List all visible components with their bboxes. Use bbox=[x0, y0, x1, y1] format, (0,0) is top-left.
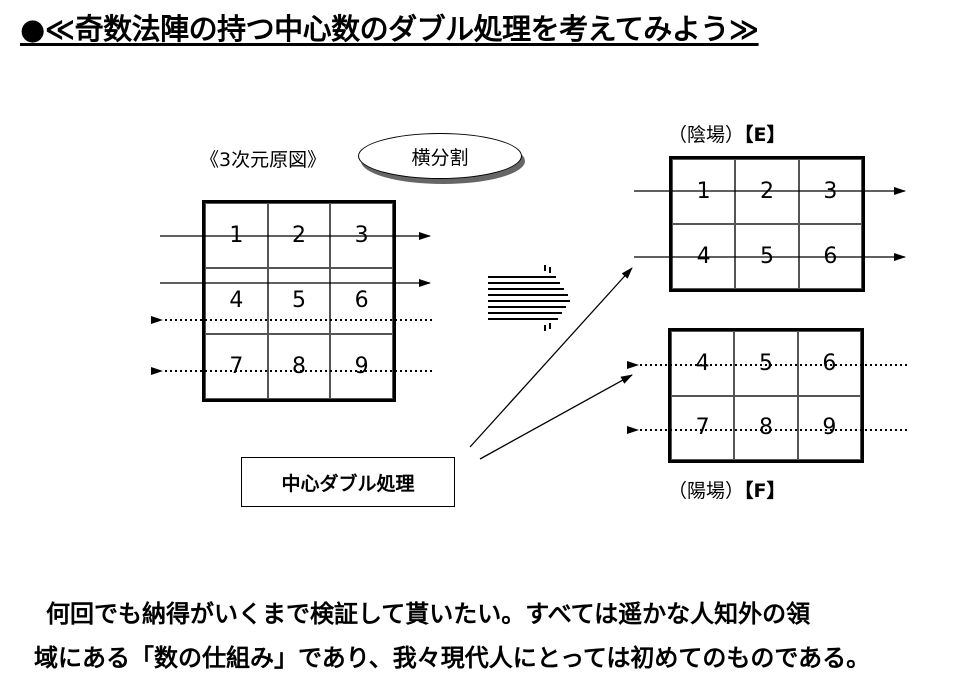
yin-bracket: 【E】 bbox=[744, 124, 786, 146]
source-cell: 7 bbox=[205, 333, 268, 399]
callout-to-yin-arrow bbox=[469, 267, 633, 448]
source-cell: 8 bbox=[267, 333, 331, 399]
source-cell: 4 bbox=[205, 268, 268, 334]
yang-cell: 7 bbox=[671, 395, 735, 460]
yang-label-text: （陽場） bbox=[668, 480, 745, 502]
yang-cell: 4 bbox=[671, 331, 735, 396]
horizontal-split-label: 横分割 bbox=[411, 146, 469, 169]
yin-cell: 4 bbox=[672, 224, 736, 289]
yin-cell: 6 bbox=[798, 224, 862, 289]
yang-cell: 5 bbox=[734, 331, 798, 396]
yin-label: （陰場）【E】 bbox=[668, 120, 786, 147]
yin-cell: 3 bbox=[798, 159, 862, 224]
yang-grid: 4 5 6 7 8 9 bbox=[668, 328, 864, 463]
source-grid: 1 2 3 4 5 6 7 8 9 bbox=[202, 200, 396, 402]
source-cell: 6 bbox=[330, 268, 393, 334]
page-title: ●≪奇数法陣の持つ中心数のダブル処理を考えてみよう≫ bbox=[20, 12, 759, 46]
yang-cell: 9 bbox=[797, 395, 861, 460]
yin-grid: 1 2 3 4 5 6 bbox=[669, 156, 865, 292]
horizontal-split-oval: 横分割 bbox=[358, 133, 522, 179]
description: 何回でも納得がいくまで検証して貰いたい。すべては遥かな人知外の領 域にある「数の… bbox=[0, 592, 967, 680]
source-cell: 3 bbox=[330, 203, 393, 269]
yin-cell: 5 bbox=[735, 224, 799, 289]
yang-bracket: 【F】 bbox=[744, 480, 786, 502]
center-double-callout: 中心ダブル処理 bbox=[241, 457, 455, 507]
yin-label-text: （陰場） bbox=[668, 124, 745, 146]
description-line-1: 何回でも納得がいくまで検証して貰いたい。すべては遥かな人知外の領 bbox=[46, 600, 811, 628]
yin-cell: 1 bbox=[672, 159, 736, 224]
source-cell: 9 bbox=[330, 333, 393, 399]
yang-cell: 8 bbox=[734, 395, 798, 460]
source-cell: 1 bbox=[205, 203, 268, 269]
yin-cell: 2 bbox=[735, 159, 799, 224]
source-diagram-label: 《3次元原図》 bbox=[200, 149, 327, 171]
center-double-label: 中心ダブル処理 bbox=[281, 472, 415, 495]
transform-arrow-icon bbox=[488, 265, 570, 331]
source-cell: 5 bbox=[267, 268, 331, 334]
yang-label: （陽場）【F】 bbox=[668, 476, 786, 503]
source-cell: 2 bbox=[267, 203, 331, 269]
yang-cell: 6 bbox=[797, 331, 861, 396]
description-line-2: 域にある「数の仕組み」であり、我々現代人にとっては初めてのものである。 bbox=[34, 644, 871, 672]
callout-to-yang-arrow bbox=[479, 374, 633, 460]
